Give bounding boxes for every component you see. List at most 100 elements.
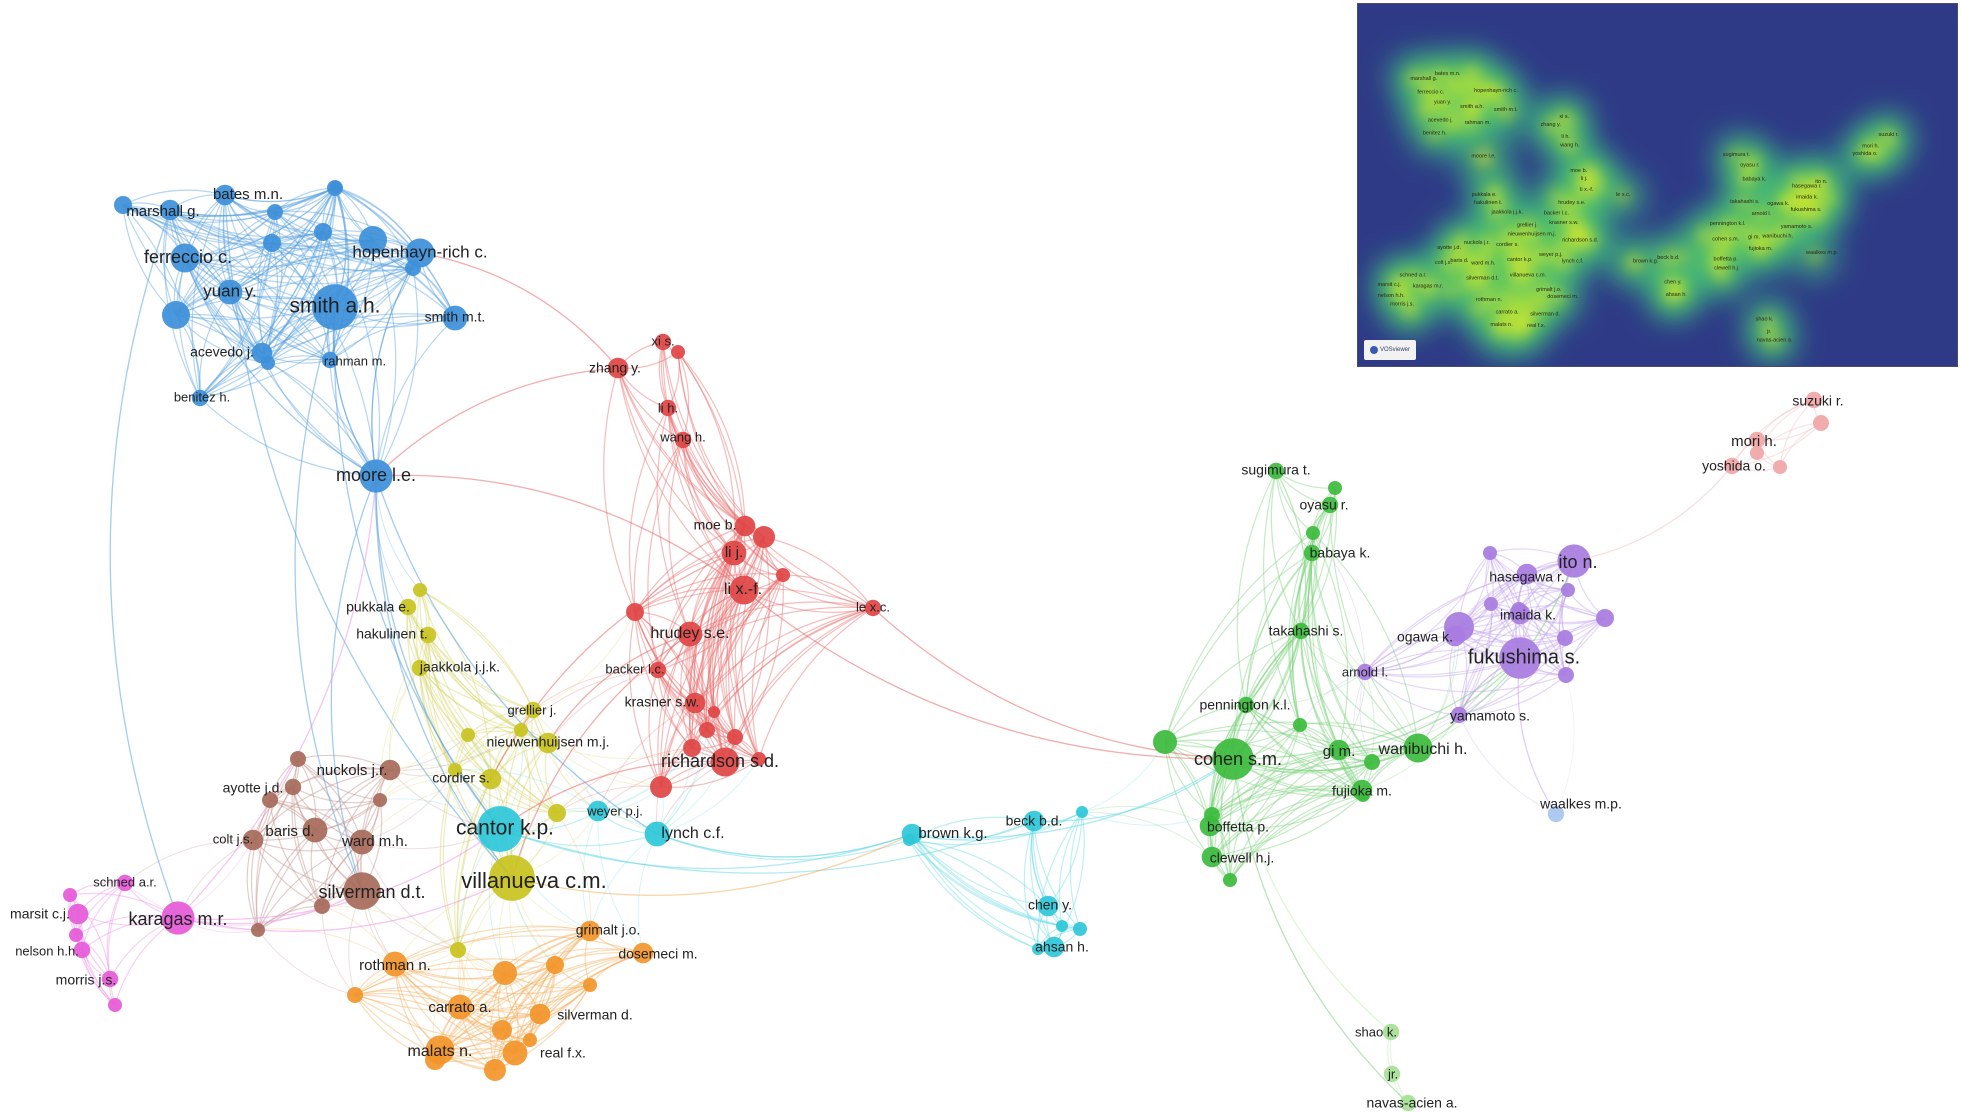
author-node-sugimura[interactable] bbox=[1267, 462, 1285, 480]
author-node[interactable] bbox=[1813, 415, 1829, 431]
author-node-rahman[interactable] bbox=[321, 351, 339, 369]
author-node-smithah[interactable] bbox=[312, 284, 358, 330]
author-node-navas[interactable] bbox=[1399, 1094, 1417, 1112]
author-node-ferreccio[interactable] bbox=[170, 243, 200, 273]
author-node[interactable] bbox=[448, 763, 462, 777]
author-node[interactable] bbox=[1596, 609, 1614, 627]
author-node[interactable] bbox=[671, 345, 685, 359]
author-node-cheny[interactable] bbox=[1037, 895, 1059, 917]
author-node-ito[interactable] bbox=[1557, 544, 1591, 578]
author-node[interactable] bbox=[514, 723, 528, 737]
author-node[interactable] bbox=[493, 961, 517, 985]
author-node-hakulinen[interactable] bbox=[419, 626, 437, 644]
author-node-baris[interactable] bbox=[302, 817, 328, 843]
author-node[interactable] bbox=[1073, 922, 1087, 936]
author-node[interactable] bbox=[1561, 583, 1575, 597]
author-node-cantor[interactable] bbox=[477, 806, 523, 852]
author-node-waalkes[interactable] bbox=[1547, 805, 1565, 823]
author-node-lih[interactable] bbox=[659, 399, 677, 417]
author-node-marshall[interactable] bbox=[159, 199, 181, 221]
author-node[interactable] bbox=[1356, 788, 1370, 802]
author-node[interactable] bbox=[1557, 630, 1573, 646]
author-node-cordier[interactable] bbox=[480, 768, 502, 790]
author-node-ayotte[interactable] bbox=[284, 778, 302, 796]
author-node[interactable] bbox=[1153, 730, 1177, 754]
author-node-yamamoto[interactable] bbox=[1450, 706, 1468, 724]
author-node[interactable] bbox=[373, 793, 387, 807]
author-node[interactable] bbox=[1364, 754, 1380, 770]
author-node[interactable] bbox=[405, 260, 421, 276]
author-node-colt[interactable] bbox=[242, 829, 264, 851]
author-node-shaok[interactable] bbox=[1382, 1023, 1400, 1041]
author-node-takahashi[interactable] bbox=[1292, 622, 1310, 640]
author-node-silvermand[interactable] bbox=[529, 1003, 551, 1025]
author-node[interactable] bbox=[523, 1033, 537, 1047]
author-node-smithmt[interactable] bbox=[442, 305, 468, 331]
author-node-arnold[interactable] bbox=[1356, 663, 1374, 681]
author-node[interactable] bbox=[752, 752, 766, 766]
author-node-nieuwenhuijsen[interactable] bbox=[537, 732, 559, 754]
author-node[interactable] bbox=[1773, 460, 1787, 474]
author-node-bates[interactable] bbox=[214, 184, 236, 206]
author-node-oyasu[interactable] bbox=[1321, 496, 1339, 514]
author-node-silvermandt[interactable] bbox=[343, 872, 381, 910]
author-node[interactable] bbox=[261, 356, 275, 370]
author-node[interactable] bbox=[1483, 546, 1497, 560]
author-node[interactable] bbox=[290, 751, 306, 767]
author-node-weyer[interactable] bbox=[587, 800, 609, 822]
author-node-yuan[interactable] bbox=[217, 279, 243, 305]
author-node[interactable] bbox=[69, 928, 83, 942]
author-node[interactable] bbox=[546, 956, 564, 974]
author-node-lynch[interactable] bbox=[644, 821, 670, 847]
author-node-fukushima[interactable] bbox=[1499, 637, 1541, 679]
author-node[interactable] bbox=[776, 568, 790, 582]
author-node[interactable] bbox=[162, 301, 190, 329]
author-node[interactable] bbox=[548, 804, 566, 822]
author-node[interactable] bbox=[492, 1020, 512, 1040]
author-node[interactable] bbox=[727, 729, 743, 745]
author-node[interactable] bbox=[708, 706, 720, 718]
author-node[interactable] bbox=[413, 583, 427, 597]
author-node-nuckols[interactable] bbox=[379, 759, 401, 781]
author-node[interactable] bbox=[583, 978, 597, 992]
author-node[interactable] bbox=[1750, 446, 1764, 460]
author-node[interactable] bbox=[1306, 526, 1320, 540]
author-node-hrudey[interactable] bbox=[677, 621, 703, 647]
author-node-pennington[interactable] bbox=[1237, 696, 1255, 714]
author-node[interactable] bbox=[251, 923, 265, 937]
author-node[interactable] bbox=[314, 898, 330, 914]
author-node[interactable] bbox=[1204, 807, 1220, 823]
author-node[interactable] bbox=[654, 333, 672, 351]
author-node-moeb[interactable] bbox=[734, 515, 756, 537]
author-node[interactable] bbox=[1444, 612, 1474, 642]
author-node-pukkala[interactable] bbox=[399, 598, 417, 616]
author-node-grimalt[interactable] bbox=[579, 920, 601, 942]
author-node[interactable] bbox=[1056, 920, 1068, 932]
author-node[interactable] bbox=[114, 196, 132, 214]
author-node-carrato[interactable] bbox=[447, 994, 473, 1020]
author-node-ward[interactable] bbox=[349, 829, 375, 855]
author-node-krasner[interactable] bbox=[684, 692, 706, 714]
author-node-morris[interactable] bbox=[101, 970, 119, 988]
author-node-real[interactable] bbox=[502, 1040, 528, 1066]
author-node[interactable] bbox=[262, 792, 278, 808]
author-node[interactable] bbox=[461, 728, 475, 742]
author-node-lij[interactable] bbox=[721, 540, 747, 566]
author-node-wangh[interactable] bbox=[674, 431, 692, 449]
author-node[interactable] bbox=[314, 223, 332, 241]
author-node-nelson[interactable] bbox=[73, 941, 91, 959]
author-node[interactable] bbox=[683, 739, 701, 757]
author-node-grellier[interactable] bbox=[524, 701, 542, 719]
author-node[interactable] bbox=[1558, 667, 1574, 683]
author-node[interactable] bbox=[1293, 718, 1307, 732]
author-node[interactable] bbox=[1484, 597, 1498, 611]
author-node[interactable] bbox=[484, 1059, 506, 1081]
author-node[interactable] bbox=[347, 987, 363, 1003]
author-node[interactable] bbox=[330, 181, 342, 193]
author-node-richardson[interactable] bbox=[710, 747, 740, 777]
author-node[interactable] bbox=[450, 942, 466, 958]
author-node[interactable] bbox=[903, 834, 915, 846]
author-node-wanibuchi[interactable] bbox=[1403, 733, 1433, 763]
author-node[interactable] bbox=[1328, 481, 1342, 495]
author-node-schned[interactable] bbox=[116, 874, 134, 892]
